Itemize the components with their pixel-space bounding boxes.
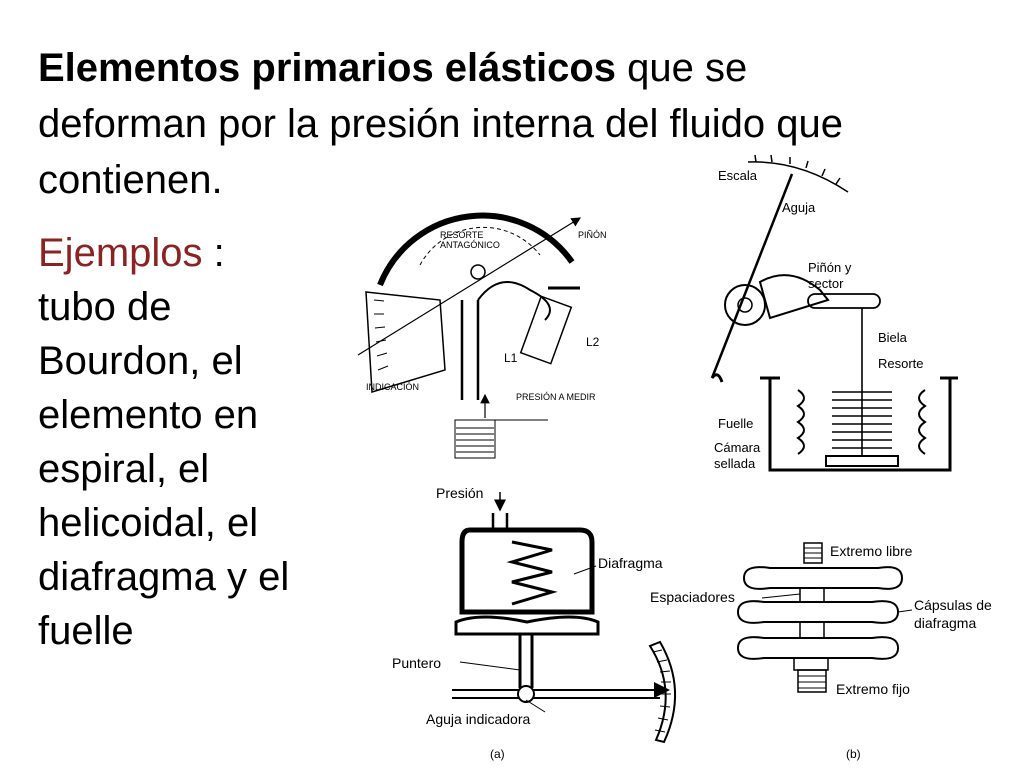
- indicacion-scale-sector: [365, 291, 446, 393]
- examples-line: tubo de: [38, 285, 172, 329]
- bellows-label-sector: sector: [808, 276, 844, 291]
- examples-colon: :: [202, 231, 225, 275]
- bourdon-label-presion: PRESIÓN A MEDIR: [516, 392, 596, 402]
- examples-text: Ejemplos : tubo de Bourdon, el elemento …: [38, 226, 358, 658]
- bourdon-label-l2: L2: [586, 335, 600, 349]
- bellows-label-aguja: Aguja: [782, 200, 816, 215]
- examples-label: Ejemplos: [38, 231, 203, 275]
- bourdon-label-antagonico: ANTAGÓNICO: [440, 240, 500, 250]
- bellows-gauge-diagram: [710, 154, 958, 472]
- slide-heading: Elementos primarios elásticos que se def…: [38, 40, 998, 208]
- sector-gear: [758, 274, 830, 320]
- capsule-2: [736, 600, 900, 624]
- bourdon-label-l1: L1: [504, 351, 518, 365]
- capsules-label-extremo-fijo: Extremo fijo: [836, 681, 910, 697]
- fuelle-bellows-right: [918, 389, 927, 455]
- bourdon-gauge-diagram: [357, 212, 582, 459]
- diaphragm-label-presion: Presión: [436, 485, 483, 501]
- escala-scale-arc: [747, 161, 849, 193]
- bourdon-tube: [460, 300, 480, 400]
- resorte-spring: [832, 391, 892, 449]
- extremo-fijo-base: [797, 669, 827, 693]
- pinon-gear: [724, 284, 766, 326]
- bellows-label-fuelle: Fuelle: [718, 416, 753, 431]
- espaciador-1: [799, 587, 825, 603]
- bourdon-label-resorte: RESORTE: [440, 230, 483, 240]
- camara-housing: [768, 378, 952, 472]
- bourdon-label-pinon: PIÑÓN: [578, 230, 607, 240]
- heading-bold: Elementos primarios elásticos: [38, 46, 617, 90]
- bellows-label-pinon-y: Piñón y: [808, 260, 852, 275]
- examples-line: espiral, el: [38, 447, 210, 491]
- diaphragm-scale-arc: [648, 640, 677, 744]
- pivot-circle: [470, 264, 486, 280]
- diaphragm-spring: [506, 540, 558, 606]
- resorte-spring-arc: [419, 226, 541, 266]
- examples-line: fuelle: [38, 609, 134, 653]
- pressure-inlet-block: [454, 419, 496, 459]
- diaphragm-caption: (a): [490, 747, 505, 761]
- sector-link: [519, 295, 573, 365]
- bourdon-label-indicacion: INDICACIÓN: [366, 382, 419, 392]
- bourdon-curl: [477, 281, 551, 321]
- examples-line: helicoidal, el: [38, 501, 259, 545]
- diaphragm-label-diafragma: Diafragma: [598, 555, 663, 571]
- bellows-label-sellada: sellada: [714, 456, 756, 471]
- capsules-diagram: [736, 542, 913, 693]
- capsules-label-espaciadores: Espaciadores: [650, 589, 735, 605]
- diaphragm-housing: [459, 527, 595, 615]
- aguja-needle: [710, 173, 794, 379]
- bellows-label-camara: Cámara: [714, 440, 761, 455]
- bellows-label-biela: Biela: [878, 330, 908, 345]
- diaphragm-gauge-diagram: [452, 492, 677, 744]
- fuelle-bellows-left: [796, 389, 805, 455]
- capsule-1: [742, 566, 904, 590]
- examples-line: diafragma y el: [38, 555, 290, 599]
- heading-line2: deforman por la presión interna del flui…: [38, 102, 843, 146]
- capsule-3: [736, 636, 900, 660]
- diaphragm-label-puntero: Puntero: [392, 655, 441, 671]
- examples-line: elemento en: [38, 393, 259, 437]
- espaciador-2: [799, 621, 825, 639]
- diafragma-membrane: [454, 615, 600, 636]
- heading-rest-line1: que se: [616, 46, 748, 90]
- bellows-label-escala: Escala: [718, 168, 758, 183]
- bellows-label-resorte: Resorte: [878, 356, 924, 371]
- capsules-label-diafragma: diafragma: [914, 615, 976, 631]
- capsules-caption: (b): [846, 747, 861, 761]
- pointer-needle: [357, 217, 582, 356]
- heading-line3: contienen.: [38, 158, 223, 202]
- capsules-label-capsulas: Cápsulas de: [914, 597, 992, 613]
- capsules-label-extremo-libre: Extremo libre: [830, 543, 913, 559]
- sector-arm: [807, 293, 881, 309]
- examples-line: Bourdon, el: [38, 339, 243, 383]
- gauge-dial-arc: [377, 212, 575, 287]
- diaphragm-label-aguja-indicadora: Aguja indicadora: [426, 711, 531, 727]
